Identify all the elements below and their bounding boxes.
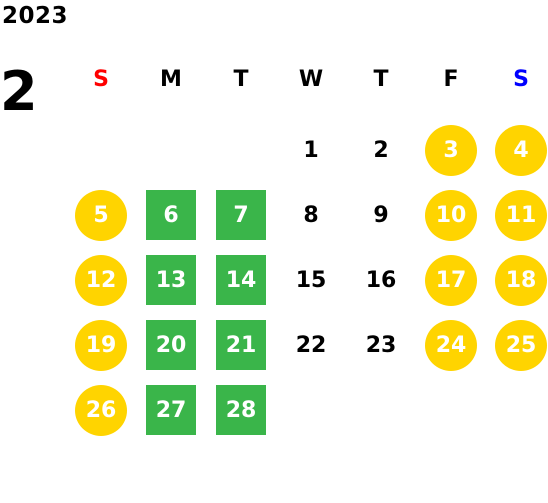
day-number: 28 xyxy=(216,385,266,435)
day-number: 19 xyxy=(75,320,127,371)
day-number: 4 xyxy=(495,125,547,176)
day-cell[interactable]: 19 xyxy=(66,313,136,378)
empty-cell xyxy=(66,118,136,183)
day-number: 3 xyxy=(425,125,477,176)
day-number: 23 xyxy=(365,333,397,358)
day-number: 26 xyxy=(75,385,127,436)
day-cell[interactable]: 10 xyxy=(416,183,486,248)
empty-cell xyxy=(206,118,276,183)
day-number: 24 xyxy=(425,320,477,371)
day-number: 9 xyxy=(373,203,389,228)
day-cell[interactable]: 28 xyxy=(206,378,276,443)
day-cell[interactable]: 21 xyxy=(206,313,276,378)
day-number: 21 xyxy=(216,320,266,370)
day-number: 22 xyxy=(295,333,327,358)
day-number: 16 xyxy=(365,268,397,293)
weekday-label: M xyxy=(160,67,182,92)
day-number: 15 xyxy=(295,268,327,293)
day-number: 6 xyxy=(146,190,196,240)
day-cell[interactable]: 25 xyxy=(486,313,548,378)
day-cell[interactable]: 23 xyxy=(346,313,416,378)
day-cell[interactable]: 4 xyxy=(486,118,548,183)
day-cell[interactable]: 17 xyxy=(416,248,486,313)
day-number: 1 xyxy=(303,138,319,163)
weekday-label: W xyxy=(298,67,324,92)
weekday-label: T xyxy=(373,67,389,92)
day-number: 2 xyxy=(373,138,389,163)
day-cell[interactable]: 24 xyxy=(416,313,486,378)
day-cell[interactable]: 7 xyxy=(206,183,276,248)
day-cell[interactable]: 13 xyxy=(136,248,206,313)
day-cell[interactable]: 6 xyxy=(136,183,206,248)
day-number: 27 xyxy=(146,385,196,435)
empty-cell xyxy=(136,118,206,183)
weekday-label: S xyxy=(93,67,109,92)
day-cell[interactable]: 16 xyxy=(346,248,416,313)
day-cell[interactable]: 8 xyxy=(276,183,346,248)
day-cell[interactable]: 26 xyxy=(66,378,136,443)
day-number: 11 xyxy=(495,190,547,241)
day-number: 10 xyxy=(425,190,477,241)
day-number: 25 xyxy=(495,320,547,371)
day-number: 12 xyxy=(75,255,127,306)
day-number: 7 xyxy=(216,190,266,240)
day-cell[interactable]: 11 xyxy=(486,183,548,248)
day-number: 8 xyxy=(303,203,319,228)
day-cell[interactable]: 27 xyxy=(136,378,206,443)
day-number: 20 xyxy=(146,320,196,370)
day-cell[interactable]: 18 xyxy=(486,248,548,313)
day-number: 5 xyxy=(75,190,127,241)
weekday-label: S xyxy=(513,67,529,92)
day-cell[interactable]: 1 xyxy=(276,118,346,183)
day-cell[interactable]: 5 xyxy=(66,183,136,248)
calendar-year: 2023 xyxy=(2,3,69,29)
day-cell[interactable]: 15 xyxy=(276,248,346,313)
day-cell[interactable]: 12 xyxy=(66,248,136,313)
day-number: 13 xyxy=(146,255,196,305)
weekday-label: T xyxy=(233,67,249,92)
day-cell[interactable]: 2 xyxy=(346,118,416,183)
day-cell[interactable]: 20 xyxy=(136,313,206,378)
day-number: 17 xyxy=(425,255,477,306)
day-number: 14 xyxy=(216,255,266,305)
day-cell[interactable]: 9 xyxy=(346,183,416,248)
calendar-month: 2 xyxy=(0,60,38,123)
day-cell[interactable]: 14 xyxy=(206,248,276,313)
day-cell[interactable]: 3 xyxy=(416,118,486,183)
day-cell[interactable]: 22 xyxy=(276,313,346,378)
day-number: 18 xyxy=(495,255,547,306)
weekday-label: F xyxy=(443,67,459,92)
